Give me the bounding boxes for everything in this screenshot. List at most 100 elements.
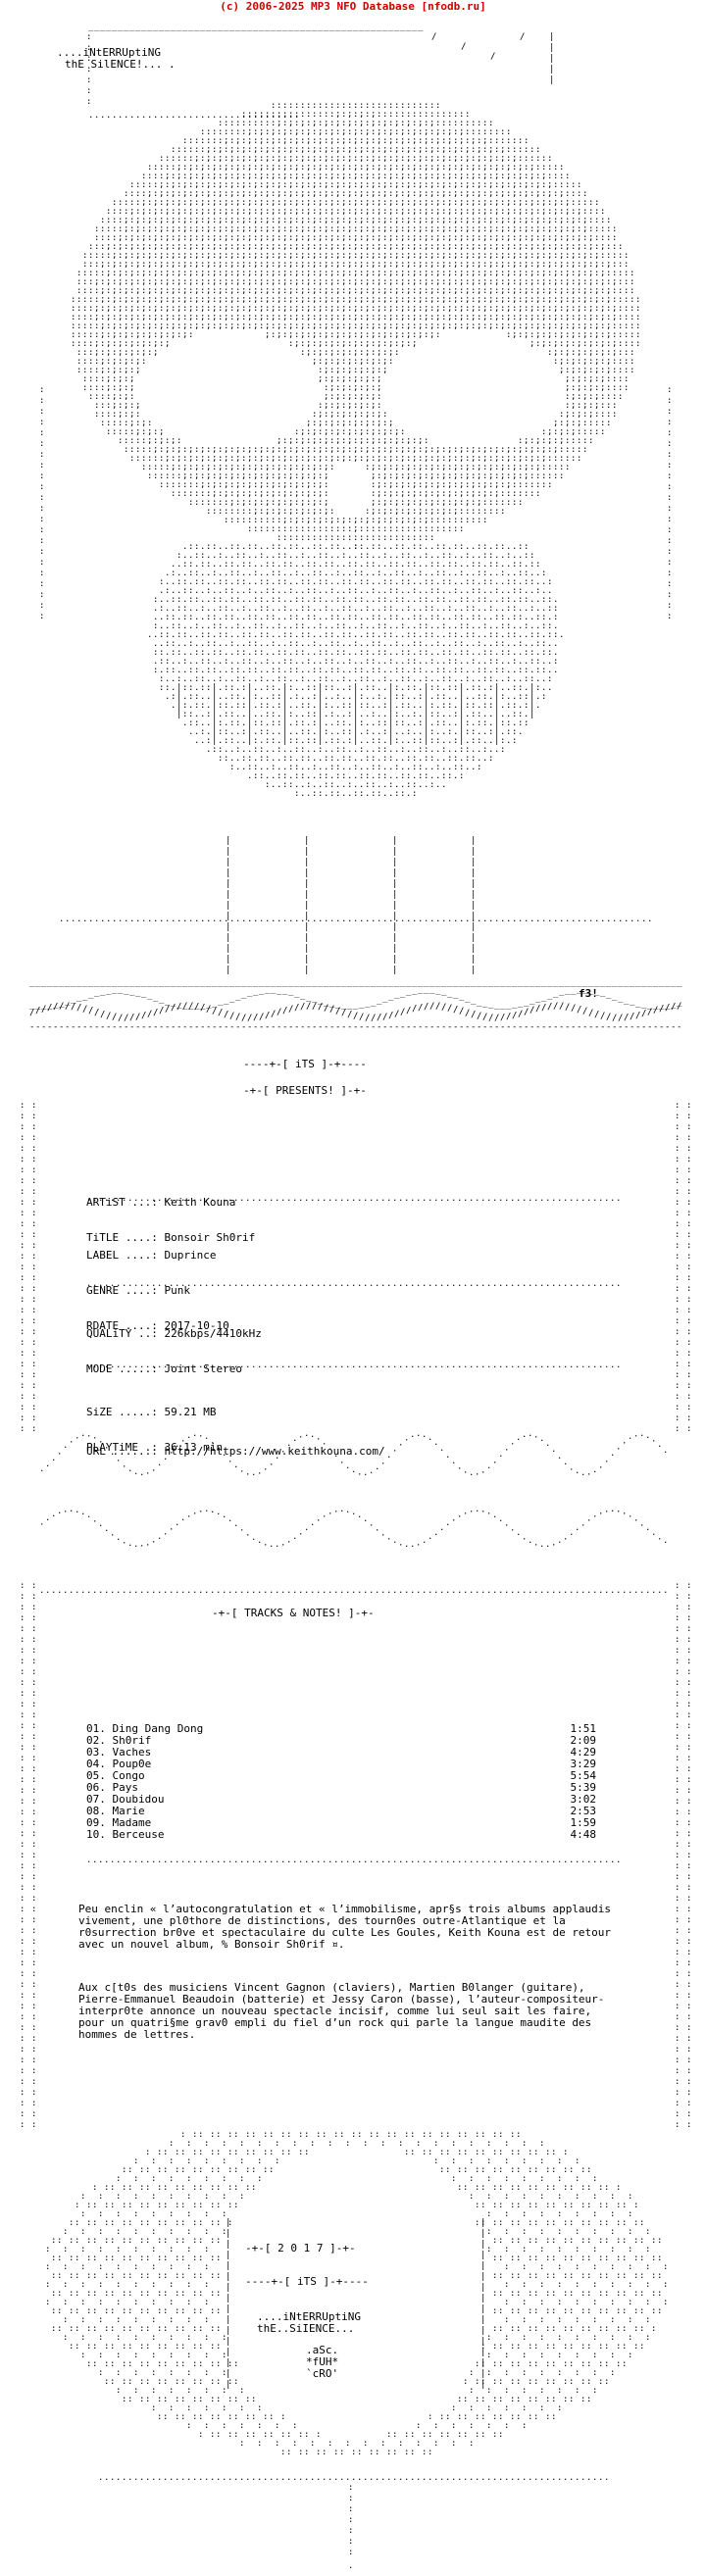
svg-text::: : [124,233,128,243]
svg-text:;: ; [518,172,523,181]
svg-text::: : [141,189,146,199]
svg-text::: : [253,207,258,217]
svg-text::: : [300,198,305,208]
tracks-header: -+-[ TRACKS & NOTES! ]-+- [212,1608,375,1619]
svg-text:;: ; [577,242,581,252]
svg-text::: : [200,180,205,190]
svg-text:_: _ [335,23,341,32]
svg-text::: : [494,154,499,164]
svg-text::: : [159,339,164,349]
svg-text::: : [282,119,287,128]
svg-text:;: ; [371,189,376,199]
svg-text:;: ; [329,163,334,173]
svg-text::: : [241,233,246,243]
svg-text:.: . [277,111,281,121]
svg-text::: : [412,110,417,120]
svg-text::: : [518,180,523,190]
svg-text::: : [182,163,187,173]
svg-text::: : [294,216,299,225]
svg-text::: : [100,233,105,243]
svg-text:.: . [159,111,164,121]
svg-text:;: ; [553,233,558,243]
svg-text:;: ; [335,119,340,128]
svg-text:;: ; [377,163,381,173]
svg-text:;: ; [318,207,323,217]
svg-text:;: ; [341,127,346,137]
svg-text::: : [453,110,458,120]
svg-text:;: ; [482,207,487,217]
svg-text::: : [176,489,181,499]
svg-text:;: ; [265,216,270,225]
svg-text::: : [506,136,511,146]
svg-text::: : [218,163,223,173]
svg-text:;: ; [429,224,434,234]
svg-text:;: ; [224,242,228,252]
svg-text:;: ; [329,242,334,252]
svg-text::: : [300,127,305,137]
svg-text:;: ; [353,127,358,137]
svg-text:_: _ [341,23,347,32]
svg-text::: : [282,145,287,155]
svg-text:;: ; [377,233,381,243]
svg-text:;: ; [335,189,340,199]
svg-text::: : [494,224,499,234]
svg-text::: : [512,207,517,217]
svg-text::: : [388,119,393,128]
svg-text::: : [418,207,423,217]
svg-text::: : [241,516,246,525]
svg-text::: : [212,216,217,225]
svg-text::: : [318,101,323,111]
url-value[interactable]: http://https://www.keithkouna.com/ [164,1445,384,1458]
svg-text::: : [447,119,452,128]
svg-text:_: _ [118,23,124,32]
svg-text::: : [547,163,552,173]
svg-text:;: ; [277,180,281,190]
svg-text::: : [118,224,123,234]
svg-text:;: ; [318,127,323,137]
svg-text::: : [329,224,334,234]
svg-text:;: ; [288,180,293,190]
svg-text::: : [394,110,399,120]
svg-text:;: ; [441,189,446,199]
svg-text::: : [182,145,187,155]
svg-text::: : [594,207,599,217]
svg-text::: : [465,198,470,208]
svg-text:;: ; [129,242,134,252]
svg-text::: : [312,198,317,208]
svg-text:;: ; [229,180,234,190]
svg-text:;: ; [341,198,346,208]
svg-text:;: ; [247,242,252,252]
svg-text:_: _ [412,23,418,32]
svg-text::: : [194,172,199,181]
svg-text::: : [541,216,546,225]
svg-text::: : [241,163,246,173]
svg-text::: : [388,145,393,155]
svg-text::: : [182,198,187,208]
svg-text::: : [377,180,381,190]
svg-text::: : [235,154,240,164]
svg-text::: : [253,127,258,137]
svg-text:;: ; [535,224,540,234]
svg-text:;: ; [235,198,240,208]
svg-text::: : [153,163,158,173]
track-time: 3:29 [571,1759,597,1770]
svg-text::: : [600,216,605,225]
svg-text::: : [630,366,634,375]
svg-text::: : [229,163,234,173]
svg-text::: : [471,224,476,234]
svg-text::: : [347,163,352,173]
svg-text::: : [600,233,605,243]
svg-text:.: . [553,666,558,675]
svg-text::: : [271,224,276,234]
svg-text::: : [365,189,370,199]
svg-text::: : [147,471,152,481]
svg-text::: : [377,189,381,199]
svg-text:;: ; [447,207,452,217]
svg-text:;: ; [424,172,429,181]
svg-text:;: ; [388,207,393,217]
svg-text::: : [618,392,623,402]
svg-text:;: ; [553,207,558,217]
svg-text:;: ; [300,189,305,199]
track-time: 2:09 [571,1735,597,1747]
svg-text:;: ; [194,189,199,199]
